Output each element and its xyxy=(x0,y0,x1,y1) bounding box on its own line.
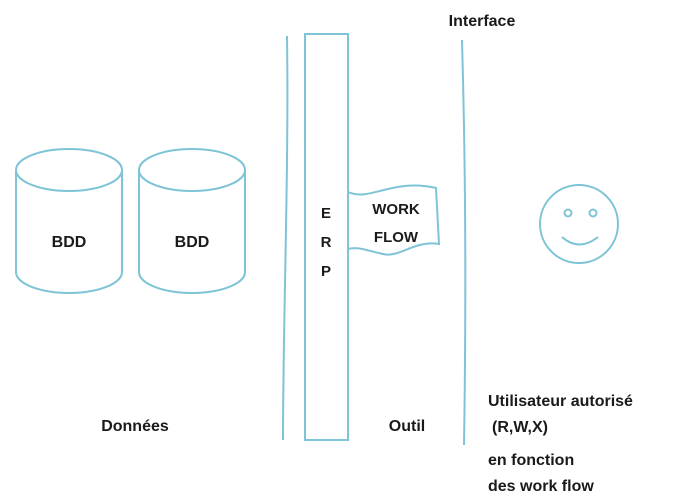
workflow-line-1: WORK xyxy=(372,201,420,218)
workflow-line-2: FLOW xyxy=(374,229,419,246)
workflow-flag: WORK FLOW xyxy=(347,184,441,256)
database-2-label: BDD xyxy=(175,234,210,251)
user-label-line-2: (R,W,X) xyxy=(492,419,548,436)
smiley-face-icon xyxy=(539,184,619,264)
user-label-line-1: Utilisateur autorisé xyxy=(488,393,633,410)
database-1-label: BDD xyxy=(52,234,87,251)
outil-label: Outil xyxy=(389,418,425,435)
right-divider-line xyxy=(461,39,467,446)
erp-letter-r: R xyxy=(321,234,332,251)
erp-letter-p: P xyxy=(321,263,331,280)
user-label-line-3: en fonction xyxy=(488,452,574,469)
left-divider-line xyxy=(282,35,289,441)
donnees-label: Données xyxy=(101,418,169,435)
database-cylinder-1: BDD xyxy=(15,148,123,294)
erp-letter-e: E xyxy=(321,205,331,222)
user-label-line-4: des work flow xyxy=(488,478,594,495)
interface-label: Interface xyxy=(449,13,516,30)
database-cylinder-2: BDD xyxy=(138,148,246,294)
erp-bar xyxy=(304,33,349,441)
